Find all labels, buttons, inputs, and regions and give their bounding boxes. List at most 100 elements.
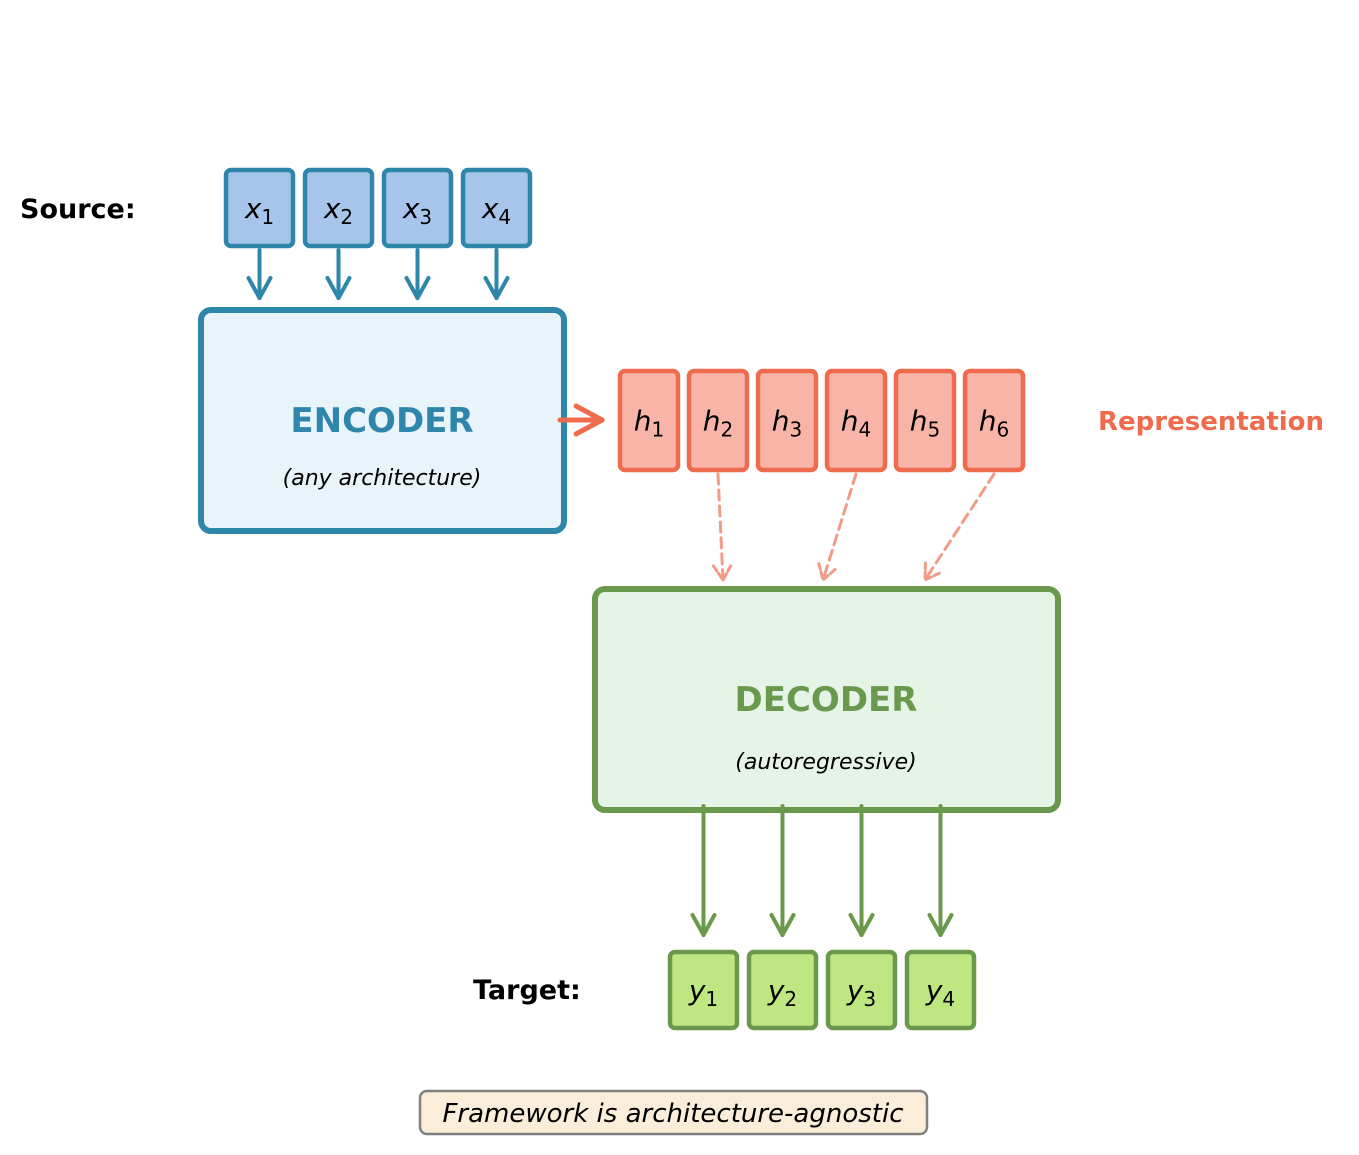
source-token-4: x4: [460, 167, 533, 249]
source-token-3-index: 3: [419, 205, 432, 229]
attention-arrow-h4: [817, 472, 858, 583]
representation-token-5-base: h: [910, 405, 928, 438]
source-token-1-box: [223, 167, 296, 249]
target-token-2-symbol: y2: [767, 974, 797, 1011]
target-token-1-symbol: y1: [688, 974, 718, 1011]
representation-token-3: h3: [755, 368, 819, 473]
target-arrow-1: [690, 804, 717, 937]
representation-token-1: h1: [617, 368, 681, 473]
target-token-3-box: [825, 949, 898, 1031]
source-token-2: x2: [302, 167, 375, 249]
attention-arrow-h2: [711, 472, 733, 583]
target-token-2-box: [746, 949, 819, 1031]
representation-token-3-index: 3: [790, 418, 803, 442]
source-arrow-4: [483, 248, 510, 300]
source-token-2-box: [302, 167, 375, 249]
representation-token-4: h4: [824, 368, 888, 473]
representation-token-4-symbol: h4: [841, 405, 871, 442]
source-token-4-base: x: [481, 192, 499, 225]
target-token-4-index: 4: [942, 987, 955, 1011]
decoder-block: DECODER (autoregressive): [592, 586, 1061, 813]
representation-token-2-base: h: [703, 405, 721, 438]
footnote-box: Framework is architecture-agnostic: [418, 1089, 929, 1136]
target-token-1-index: 1: [705, 987, 718, 1011]
source-token-1-base: x: [244, 192, 262, 225]
source-arrows: [246, 248, 510, 300]
representation-token-5-box: [893, 368, 957, 473]
target-token-4-symbol: y4: [925, 974, 955, 1011]
target-token-1-box: [667, 949, 740, 1031]
source-token-2-base: x: [323, 192, 341, 225]
source-arrow-3: [404, 248, 431, 300]
representation-label: Representation: [1098, 407, 1324, 437]
encoder-to-representation-arrow: [557, 403, 605, 437]
target-arrow-4: [927, 804, 954, 937]
decoder-box: [592, 586, 1061, 813]
representation-token-1-base: h: [634, 405, 652, 438]
footnote-text: Framework is architecture-agnostic: [442, 1099, 903, 1129]
representation-token-5-index: 5: [928, 418, 941, 442]
encoder-subtitle: (any architecture): [283, 466, 482, 491]
representation-token-5: h5: [893, 368, 957, 473]
representation-token-2-box: [686, 368, 750, 473]
encoder-block: ENCODER (any architecture): [198, 307, 567, 534]
representation-token-4-index: 4: [859, 418, 872, 442]
representation-token-2-index: 2: [721, 418, 734, 442]
source-token-3: x3: [381, 167, 454, 249]
representation-token-6: h6: [962, 368, 1026, 473]
decoder-title: DECODER: [735, 680, 918, 720]
source-token-2-index: 2: [340, 205, 353, 229]
target-token-4-base: y: [925, 974, 943, 1007]
representation-token-1-symbol: h1: [634, 405, 664, 442]
target-arrow-2: [769, 804, 796, 937]
source-token-4-symbol: x4: [481, 192, 511, 229]
source-label: Source:: [20, 194, 136, 225]
target-token-2: y2: [746, 949, 819, 1031]
target-arrow-3: [848, 804, 875, 937]
representation-token-6-symbol: h6: [979, 405, 1009, 442]
source-arrow-2: [325, 248, 352, 300]
target-token-2-base: y: [767, 974, 785, 1007]
target-token-4: y4: [904, 949, 977, 1031]
representation-token-2-symbol: h2: [703, 405, 733, 442]
representation-token-6-box: [962, 368, 1026, 473]
source-token-3-box: [381, 167, 454, 249]
representation-token-1-box: [617, 368, 681, 473]
target-token-4-box: [904, 949, 977, 1031]
source-token-3-symbol: x3: [402, 192, 432, 229]
representation-token-6-base: h: [979, 405, 997, 438]
representation-token-6-index: 6: [997, 418, 1010, 442]
representation-token-3-symbol: h3: [772, 405, 802, 442]
target-token-3: y3: [825, 949, 898, 1031]
target-token-3-index: 3: [863, 987, 876, 1011]
representation-token-3-base: h: [772, 405, 790, 438]
source-token-3-base: x: [402, 192, 420, 225]
target-token-3-base: y: [846, 974, 864, 1007]
source-token-4-box: [460, 167, 533, 249]
representation-token-5-symbol: h5: [910, 405, 940, 442]
cross-attention-arrows: [711, 472, 996, 583]
representation-token-4-base: h: [841, 405, 859, 438]
representation-token-2: h2: [686, 368, 750, 473]
source-token-1-index: 1: [261, 205, 274, 229]
decoder-subtitle: (autoregressive): [735, 750, 916, 775]
representation-token-1-index: 1: [652, 418, 665, 442]
source-token-1-symbol: x1: [244, 192, 274, 229]
encoder-title: ENCODER: [290, 401, 473, 441]
target-token-1: y1: [667, 949, 740, 1031]
source-token-1: x1: [223, 167, 296, 249]
decoder-output-arrows: [690, 804, 954, 937]
target-token-1-base: y: [688, 974, 706, 1007]
target-token-2-index: 2: [784, 987, 797, 1011]
target-label: Target:: [473, 975, 581, 1006]
attention-arrow-h6: [923, 472, 996, 583]
representation-token-4-box: [824, 368, 888, 473]
source-token-2-symbol: x2: [323, 192, 353, 229]
source-token-4-index: 4: [498, 205, 511, 229]
representation-token-3-box: [755, 368, 819, 473]
target-token-3-symbol: y3: [846, 974, 876, 1011]
